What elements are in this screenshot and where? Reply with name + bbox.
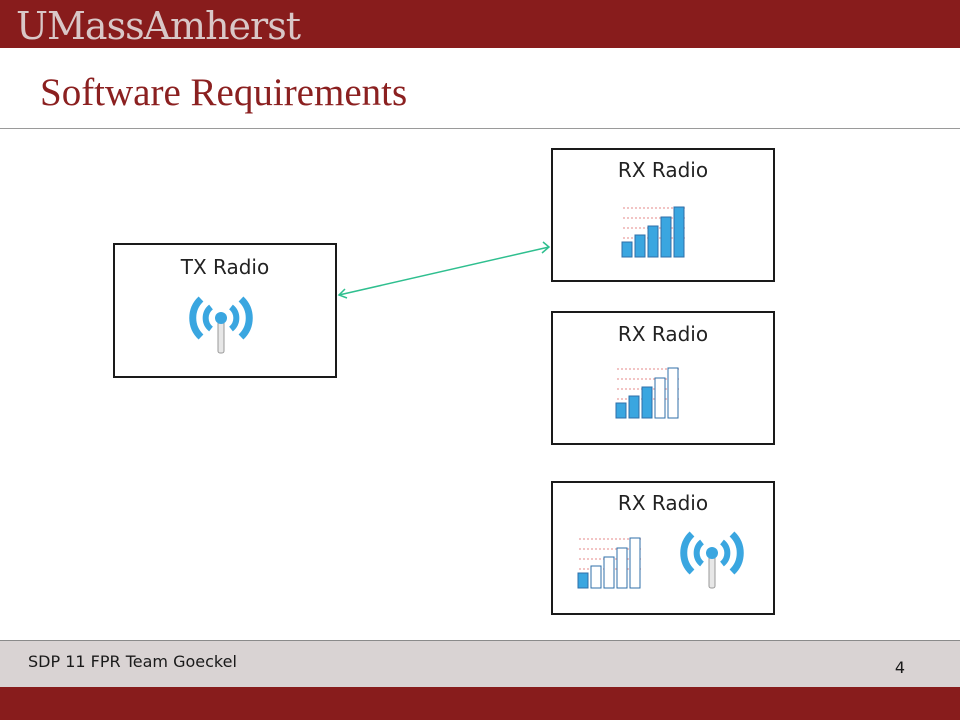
rx-radio-box-3: RX Radio bbox=[551, 481, 775, 615]
signal-strength-icon bbox=[615, 367, 679, 419]
wireless-antenna-icon bbox=[680, 531, 744, 589]
signal-strength-icon bbox=[621, 206, 685, 258]
slide-title: Software Requirements bbox=[40, 71, 408, 114]
rx-radio-label: RX Radio bbox=[617, 158, 709, 182]
tx-radio-box: TX Radio bbox=[113, 243, 337, 378]
rx-radio-label: RX Radio bbox=[617, 491, 709, 515]
umass-logo: UMassAmherst bbox=[16, 4, 301, 48]
rx-radio-box-1: RX Radio bbox=[551, 148, 775, 282]
header-band: UMassAmherst bbox=[0, 0, 960, 48]
bottom-band bbox=[0, 687, 960, 720]
title-divider bbox=[0, 128, 960, 129]
page-number: 4 bbox=[894, 658, 905, 677]
footer-text: SDP 11 FPR Team Goeckel bbox=[28, 652, 237, 671]
wireless-antenna-icon bbox=[189, 296, 253, 354]
rx-radio-box-2: RX Radio bbox=[551, 311, 775, 445]
footer-band: SDP 11 FPR Team Goeckel 4 bbox=[0, 640, 960, 688]
tx-radio-label: TX Radio bbox=[180, 255, 270, 279]
signal-strength-icon bbox=[577, 537, 641, 589]
rx-radio-label: RX Radio bbox=[617, 322, 709, 346]
